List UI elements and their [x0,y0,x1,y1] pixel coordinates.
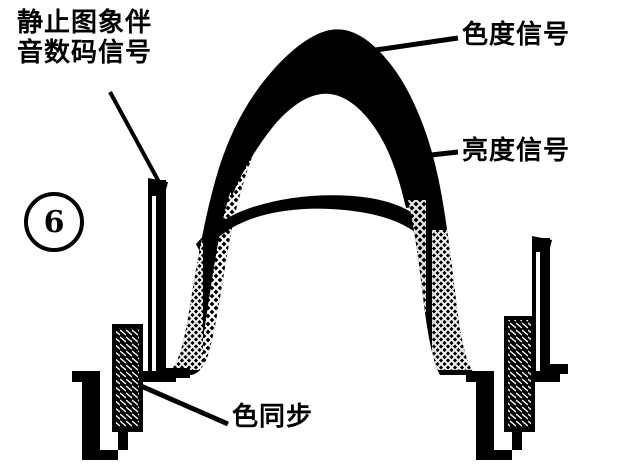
label-still-image-line1: 静止图象伴 [17,8,153,38]
right-sync-region [466,236,568,460]
label-still-image-line2: 音数码信号 [17,38,153,69]
left-data-pulse-bar [148,180,166,375]
label-color-burst: 色同步 [232,402,314,432]
arch-inner-bands [196,64,424,256]
figure-number-badge: 6 [24,192,84,252]
arch-outline [163,29,476,376]
left-sync-region [72,178,190,460]
leader-luminance [403,149,459,161]
label-chrominance-signal: 色度信号 [462,20,571,50]
leader-still-image [108,91,161,183]
leader-lines [108,35,459,427]
label-luminance-signal: 亮度信号 [462,136,571,166]
right-baseline-connector [540,364,568,374]
right-color-burst-block [504,316,535,432]
label-still-image-audio-digital-signal: 静止图象伴 音数码信号 [17,8,153,71]
right-data-pulse-bar [532,238,550,375]
leader-color-burst [139,383,230,427]
left-baseline-connector [156,368,190,378]
video-envelope-arch [163,29,476,376]
left-color-burst-block [112,324,143,432]
leader-chrominance [361,35,459,55]
